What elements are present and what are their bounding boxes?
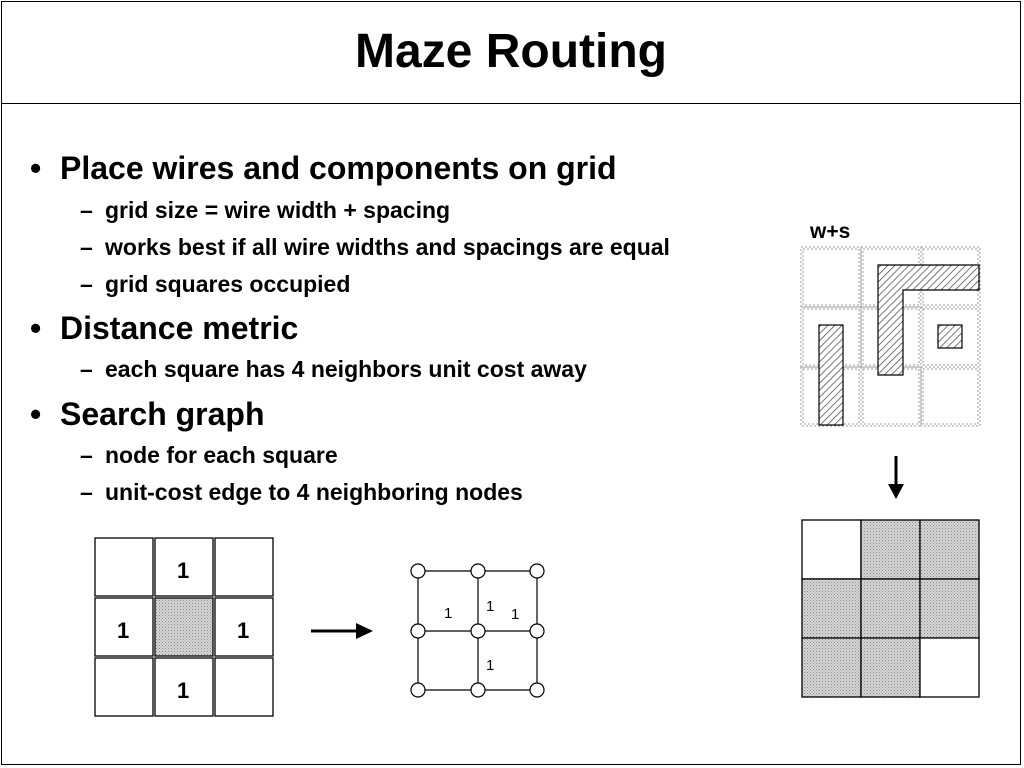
- occupied-cell: [860, 578, 921, 639]
- cost-label-bottom: 1: [177, 678, 190, 703]
- down-arrow: [888, 456, 904, 499]
- contact-square: [937, 324, 963, 349]
- search-graph: [410, 563, 545, 698]
- occupied-cell: [919, 578, 980, 639]
- graph-node: [529, 682, 545, 698]
- wire-grid-diagram: [800, 246, 981, 427]
- subbullet-works-best: –works best if all wire widths and spaci…: [80, 233, 670, 261]
- graph-node: [470, 623, 486, 639]
- graph-node: [529, 563, 545, 579]
- bullet-glyph: •: [30, 150, 42, 186]
- graph-node: [410, 563, 426, 579]
- bullet-place-wires: • Place wires and components on grid: [30, 150, 617, 186]
- occupied-grid: [801, 519, 980, 698]
- occupied-cell: [860, 519, 921, 580]
- title-bar: Maze Routing: [1, 1, 1021, 104]
- right-arrow: [311, 623, 373, 639]
- bullet-search-graph: • Search graph: [30, 396, 265, 432]
- bullet-distance-metric: • Distance metric: [30, 310, 298, 346]
- graph-node: [470, 563, 486, 579]
- cost-label-right: 1: [237, 618, 250, 643]
- subbullet-text: grid size = wire width + spacing: [105, 197, 451, 223]
- dash-glyph: –: [80, 356, 93, 382]
- free-cell: [801, 519, 862, 580]
- subbullet-edge: –unit-cost edge to 4 neighboring nodes: [80, 478, 523, 506]
- edge-label-left: 1: [444, 605, 453, 622]
- cost-label-top: 1: [177, 558, 190, 583]
- subbullet-text: each square has 4 neighbors unit cost aw…: [105, 356, 587, 382]
- dash-glyph: –: [80, 271, 93, 297]
- dash-glyph: –: [80, 234, 93, 260]
- occupied-cell: [860, 637, 921, 698]
- subbullet-grid-size: –grid size = wire width + spacing: [80, 196, 450, 224]
- edge-label-bottom: 1: [486, 657, 495, 674]
- occupied-cell: [801, 578, 862, 639]
- graph-node: [529, 623, 545, 639]
- bullet-text: Place wires and components on grid: [60, 150, 617, 186]
- graph-node: [410, 623, 426, 639]
- bullet-glyph: •: [30, 310, 42, 346]
- graph-node: [470, 682, 486, 698]
- edge-label-top: 1: [486, 598, 495, 615]
- occupied-cell: [919, 519, 980, 580]
- dash-glyph: –: [80, 442, 93, 468]
- neighbor-grid: [94, 537, 274, 717]
- l-shaped-wire: [877, 264, 980, 376]
- graph-node: [410, 682, 426, 698]
- bullet-text: Distance metric: [60, 310, 299, 346]
- subbullet-neighbors: –each square has 4 neighbors unit cost a…: [80, 355, 587, 383]
- occupied-cell: [801, 637, 862, 698]
- subbullet-node: –node for each square: [80, 441, 338, 469]
- vertical-wire: [818, 324, 844, 426]
- subbullet-text: node for each square: [105, 442, 338, 468]
- dash-glyph: –: [80, 479, 93, 505]
- subbullet-text: works best if all wire widths and spacin…: [105, 234, 670, 260]
- bullet-glyph: •: [30, 396, 42, 432]
- free-cell: [919, 637, 980, 698]
- bullet-text: Search graph: [60, 396, 265, 432]
- subbullet-text: grid squares occupied: [105, 271, 351, 297]
- edge-label-right: 1: [511, 606, 520, 623]
- subbullet-text: unit-cost edge to 4 neighboring nodes: [105, 479, 523, 505]
- grid-size-label: w+s: [810, 220, 851, 243]
- slide-title: Maze Routing: [355, 24, 667, 78]
- subbullet-grid-squares: –grid squares occupied: [80, 270, 350, 298]
- center-square: [155, 598, 213, 656]
- cost-label-left: 1: [117, 618, 130, 643]
- dash-glyph: –: [80, 197, 93, 223]
